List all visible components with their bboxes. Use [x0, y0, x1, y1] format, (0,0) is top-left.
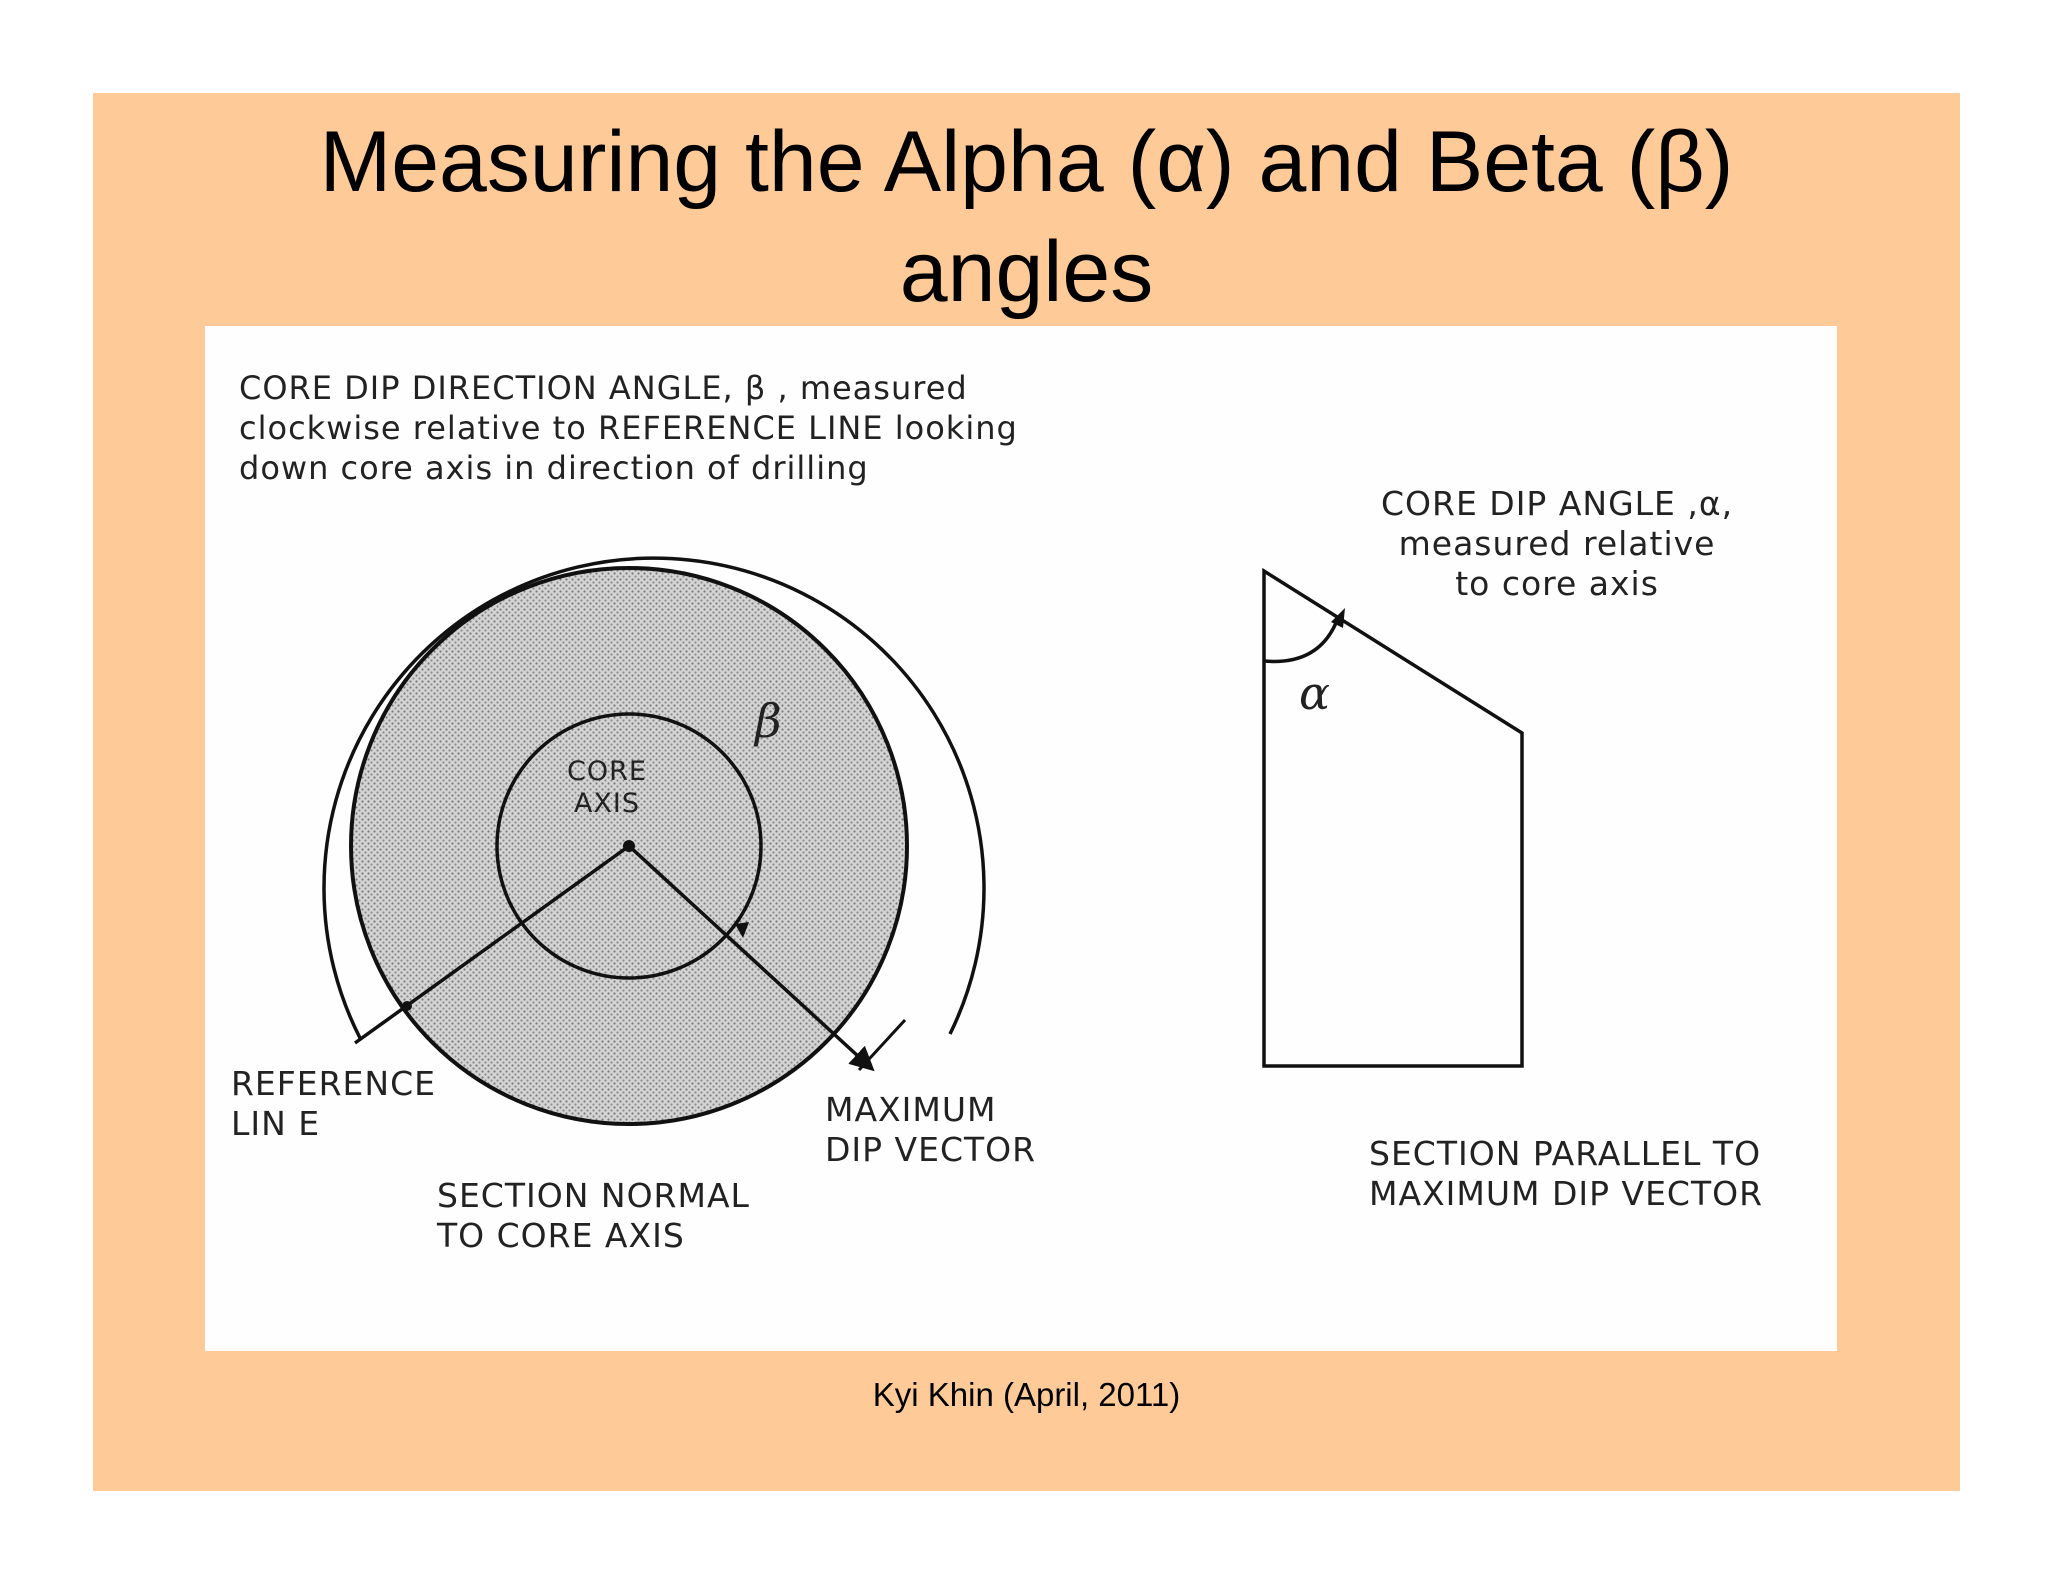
reference-line [353, 844, 631, 1045]
max-dip-pointer [857, 1018, 907, 1072]
title-line-2: angles [899, 224, 1154, 320]
title-line-1: Measuring the Alpha (α) and Beta (β) [319, 114, 1734, 210]
slide-title: Measuring the Alpha (α) and Beta (β) ang… [93, 107, 1960, 327]
alpha-symbol: α [1299, 666, 1331, 720]
reference-line-point [402, 1001, 412, 1011]
reference-line-label: REFERENCE LIN E [231, 1064, 436, 1144]
reference-line-label-line-2: LIN E [231, 1104, 321, 1143]
section-parallel-label: SECTION PARALLEL TO MAXIMUM DIP VECTOR [1369, 1134, 1763, 1214]
section-parallel-label-line-1: SECTION PARALLEL TO [1369, 1134, 1762, 1173]
slide-footer: Kyi Khin (April, 2011) [872, 1376, 1181, 1413]
max-dip-vector-label: MAXIMUM DIP VECTOR [825, 1090, 1036, 1170]
alpha-caption-line-1: CORE DIP ANGLE ,α, [1381, 484, 1734, 523]
alpha-caption-line-3: to core axis [1455, 564, 1659, 603]
core-longitudinal-section [1262, 567, 1524, 1068]
alpha-caption: CORE DIP ANGLE ,α, measured relative to … [1381, 484, 1733, 604]
section-normal-label-line-2: TO CORE AXIS [437, 1216, 685, 1255]
beta-arrowhead [735, 922, 749, 938]
beta-caption: CORE DIP DIRECTION ANGLE, β , measured c… [239, 368, 1018, 488]
alpha-arc [1263, 617, 1340, 664]
outer-arc [322, 556, 986, 1039]
inner-beta-circle [495, 712, 763, 980]
core-axis-label-line-1: CORE [567, 756, 647, 787]
diagram-drawing [322, 556, 1524, 1126]
slide: Measuring the Alpha (α) and Beta (β) ang… [93, 93, 1960, 1491]
core-axis-dot [623, 840, 635, 852]
max-dip-vector-label-line-1: MAXIMUM [825, 1090, 997, 1129]
max-dip-vector [627, 844, 875, 1072]
beta-caption-line-3: down core axis in direction of drilling [239, 449, 869, 487]
beta-caption-line-1: CORE DIP DIRECTION ANGLE, β , measured [239, 369, 968, 407]
alpha-arrowhead [1331, 608, 1345, 628]
max-dip-vector-label-line-2: DIP VECTOR [825, 1130, 1037, 1169]
beta-symbol: β [755, 694, 782, 748]
diagram-panel: CORE DIP DIRECTION ANGLE, β , measured c… [205, 326, 1837, 1351]
section-parallel-label-line-2: MAXIMUM DIP VECTOR [1369, 1174, 1764, 1213]
core-axis-label-line-2: AXIS [573, 788, 640, 819]
section-normal-label-line-1: SECTION NORMAL [437, 1176, 750, 1215]
beta-caption-line-2: clockwise relative to REFERENCE LINE loo… [239, 409, 1018, 447]
section-normal-label: SECTION NORMAL TO CORE AXIS [437, 1176, 750, 1256]
core-axis-label: CORE AXIS [567, 756, 647, 820]
reference-line-label-line-1: REFERENCE [231, 1064, 436, 1103]
alpha-caption-line-2: measured relative [1398, 524, 1716, 563]
